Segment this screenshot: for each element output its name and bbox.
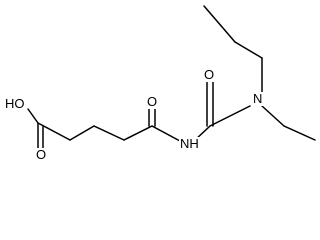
bond-chain-2 [93, 125, 125, 141]
bond-chain-1 [69, 125, 95, 141]
hydroxyl-label: HO [4, 96, 26, 111]
acid-carbonyl-oxygen-label: O [35, 147, 48, 162]
bond-n-to-ethyl-1 [261, 105, 285, 127]
structure-canvas: HO O O NH O N [4, 5, 316, 162]
bond-butyl-2 [234, 41, 263, 59]
amide-carbonyl-oxygen-label: O [146, 94, 159, 109]
bond-butyl-3 [203, 5, 236, 43]
bond-acid-carbon-to-chain [37, 122, 71, 141]
imide-nitrogen-label: NH [179, 136, 200, 151]
bond-ethyl-2 [283, 125, 316, 141]
bond-skeleton [27, 5, 316, 149]
bond-chain-3 [123, 125, 153, 141]
tertiary-nitrogen-label: N [252, 91, 264, 106]
bond-hydroxyl-to-acid-carbon [27, 108, 39, 124]
urea-carbonyl-oxygen-label: O [203, 67, 216, 82]
bond-amide-carbon-to-nh [151, 125, 181, 142]
bond-urea-carbon-to-n [209, 105, 251, 127]
